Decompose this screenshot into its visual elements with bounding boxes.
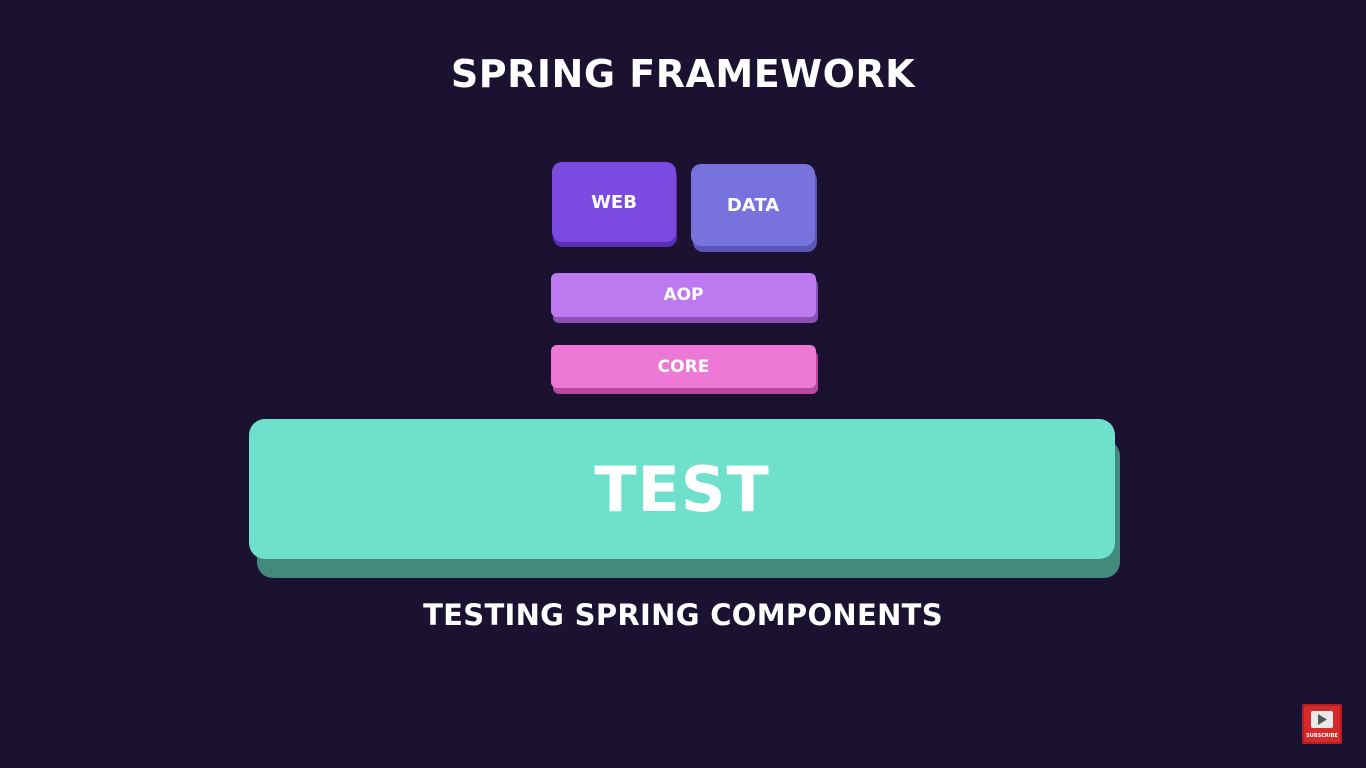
subtitle: TESTING SPRING COMPONENTS: [423, 598, 943, 632]
play-icon: [1311, 711, 1333, 728]
core-module-block: CORE: [551, 345, 816, 388]
data-module-label: DATA: [726, 194, 780, 216]
subscribe-button[interactable]: SUBSCRIBE: [1302, 704, 1342, 744]
test-module-block: TEST: [249, 419, 1115, 559]
subscribe-label: SUBSCRIBE: [1306, 733, 1338, 739]
core-module-label: CORE: [657, 356, 710, 377]
aop-module-block: AOP: [551, 273, 816, 317]
web-module-label: WEB: [591, 191, 637, 213]
web-module-block: WEB: [552, 162, 676, 242]
test-module-label: TEST: [594, 452, 770, 526]
aop-module-label: AOP: [663, 285, 704, 305]
data-module-block: DATA: [691, 164, 815, 246]
page-title: SPRING FRAMEWORK: [450, 52, 916, 96]
